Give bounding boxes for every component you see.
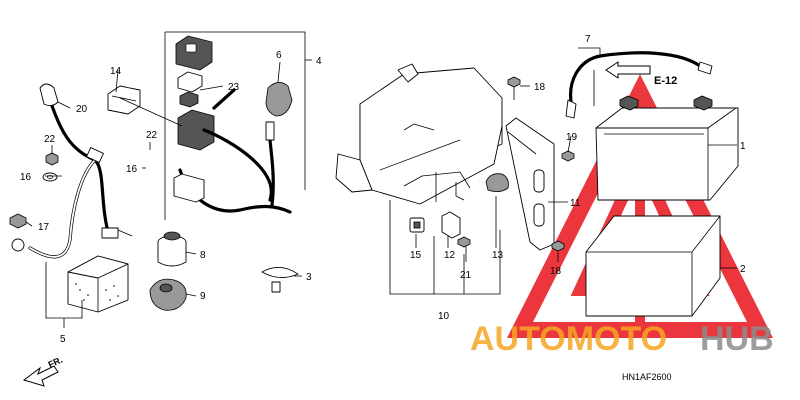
callout-18b: 18 xyxy=(550,266,562,277)
part-fuse-8 xyxy=(157,231,187,267)
ref-label-e12: E-12 xyxy=(654,75,677,87)
callout-2: 2 xyxy=(740,264,746,275)
part-bolt-21 xyxy=(457,236,471,248)
watermark-hub: HUB xyxy=(700,320,774,358)
callout-12: 12 xyxy=(444,250,456,261)
part-cushion-13 xyxy=(485,173,509,192)
callout-4: 4 xyxy=(316,56,322,67)
callout-8: 8 xyxy=(200,250,206,261)
callout-21: 21 xyxy=(460,270,472,281)
part-bolt-17 xyxy=(9,213,27,229)
callout-22a: 22 xyxy=(44,134,56,145)
part-band-3 xyxy=(261,267,299,293)
front-label: FR. xyxy=(47,355,64,370)
callout-20: 20 xyxy=(76,104,88,115)
callout-16a: 16 xyxy=(20,172,32,183)
part-relay-holder xyxy=(173,173,205,203)
bracket-10 xyxy=(389,200,501,295)
watermark-text: AUTOMOTO HUB xyxy=(470,320,774,358)
part-bolt-18-bottom xyxy=(551,240,565,252)
callout-17: 17 xyxy=(38,222,50,233)
front-arrow-icon xyxy=(22,365,59,387)
leader-7 xyxy=(578,47,601,54)
leader-lines xyxy=(25,61,737,297)
callout-7: 7 xyxy=(585,34,591,45)
callout-18a: 18 xyxy=(534,82,546,93)
callout-23: 23 xyxy=(228,82,240,93)
callout-5: 5 xyxy=(60,334,66,345)
ref-arrow-e12 xyxy=(605,61,651,79)
part-relay-23-top xyxy=(175,35,213,108)
callout-10: 10 xyxy=(438,311,450,322)
part-bolt-18-top xyxy=(507,76,521,100)
callouts: 1 2 3 4 5 6 7 8 9 10 11 12 13 14 15 16 1… xyxy=(20,34,746,345)
callout-9: 9 xyxy=(200,291,206,302)
callout-19: 19 xyxy=(566,132,578,143)
callout-14: 14 xyxy=(110,66,122,77)
bracket-4 xyxy=(165,31,306,190)
callout-15: 15 xyxy=(410,250,422,261)
part-bolt-19 xyxy=(561,150,575,162)
watermark-automoto: AUTOMOTO xyxy=(470,320,667,358)
part-plate-12 xyxy=(441,211,461,239)
callout-13: 13 xyxy=(492,250,504,261)
diagram-code: HN1AF2600 xyxy=(622,372,672,382)
callout-1: 1 xyxy=(740,141,746,152)
part-rubber-15 xyxy=(409,217,425,233)
part-relay-9 xyxy=(149,278,187,311)
part-battery-pad xyxy=(67,255,129,313)
callout-16b: 16 xyxy=(126,164,138,175)
part-battery-tray xyxy=(335,63,503,205)
part-bracket-11 xyxy=(505,117,555,251)
part-terminal-cap-6 xyxy=(265,82,293,117)
part-battery-1 xyxy=(595,95,739,201)
part-nut-22 xyxy=(45,152,59,166)
callout-6: 6 xyxy=(276,50,282,61)
part-battery-case-2 xyxy=(585,215,721,317)
part-positive-cable-7 xyxy=(565,51,713,119)
callout-3: 3 xyxy=(306,272,312,283)
callout-22b: 22 xyxy=(146,130,158,141)
part-negative-cable xyxy=(11,83,133,259)
callout-11: 11 xyxy=(570,198,581,209)
part-washer-16 xyxy=(42,172,58,182)
